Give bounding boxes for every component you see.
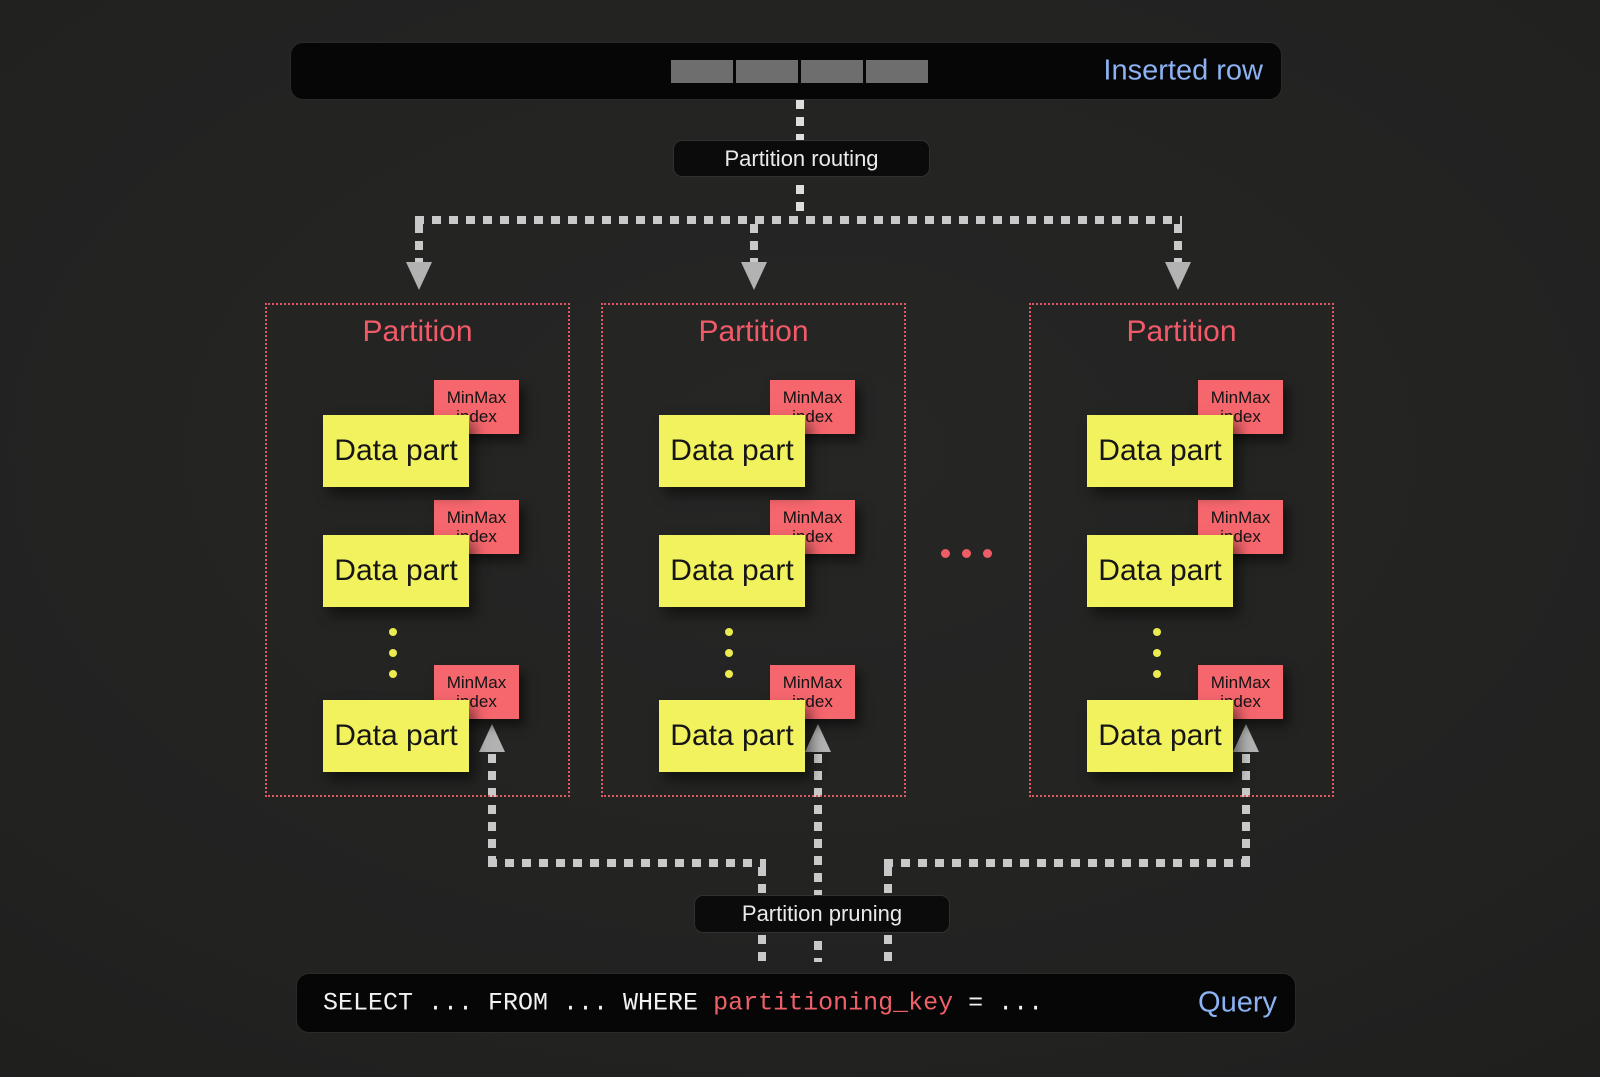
row-segment [801, 60, 863, 83]
partition-box-2: Partition MinMax index Data part MinMax … [601, 303, 906, 797]
arrow-down-icon [741, 262, 767, 290]
row-segment [671, 60, 733, 83]
horizontal-ellipsis-icon [941, 549, 992, 558]
partition-box-1: Partition MinMax index Data part MinMax … [265, 303, 570, 797]
routing-drop-right [1174, 224, 1182, 264]
data-part-box: Data part [659, 535, 805, 607]
vertical-ellipsis-icon [725, 628, 733, 678]
data-part-box: Data part [659, 415, 805, 487]
routing-drop-center [750, 224, 758, 264]
partition-routing-label: Partition routing [673, 140, 930, 177]
pruning-branch-left [488, 859, 766, 867]
row-segments [671, 60, 928, 83]
query-bar: SELECT ... FROM ... WHERE partitioning_k… [296, 973, 1296, 1033]
routing-drop-left [415, 224, 423, 264]
query-label: Query [1198, 986, 1277, 1019]
pruning-branch-right [884, 859, 1250, 867]
data-part-box: Data part [323, 535, 469, 607]
arrow-up-icon [1233, 724, 1259, 752]
partitioning-key-token: partitioning_key [713, 988, 954, 1018]
inserted-row-label: Inserted row [1103, 54, 1263, 87]
vertical-ellipsis-icon [1153, 628, 1161, 678]
partition-pruning-label: Partition pruning [694, 895, 950, 933]
partition-title: Partition [698, 315, 809, 348]
pruning-stem-left [488, 754, 496, 864]
partition-title: Partition [1126, 315, 1237, 348]
data-part-box: Data part [1087, 415, 1233, 487]
row-segment [736, 60, 798, 83]
row-segment [866, 60, 928, 83]
partition-box-3: Partition MinMax index Data part MinMax … [1029, 303, 1334, 797]
arrow-down-icon [406, 262, 432, 290]
arrow-up-icon [805, 724, 831, 752]
data-part-box: Data part [323, 700, 469, 772]
data-part-box: Data part [659, 700, 805, 772]
vertical-ellipsis-icon [389, 628, 397, 678]
pruning-stem-right [1242, 754, 1250, 864]
arrow-down-icon [1165, 262, 1191, 290]
arrow-up-icon [479, 724, 505, 752]
sql-query-text: SELECT ... FROM ... WHERE partitioning_k… [323, 988, 1044, 1018]
routing-branch-line [415, 216, 1182, 224]
inserted-row-bar: Inserted row [290, 42, 1282, 100]
data-part-box: Data part [1087, 535, 1233, 607]
data-part-box: Data part [323, 415, 469, 487]
data-part-box: Data part [1087, 700, 1233, 772]
partition-title: Partition [362, 315, 473, 348]
pruning-stem-center [814, 754, 822, 962]
